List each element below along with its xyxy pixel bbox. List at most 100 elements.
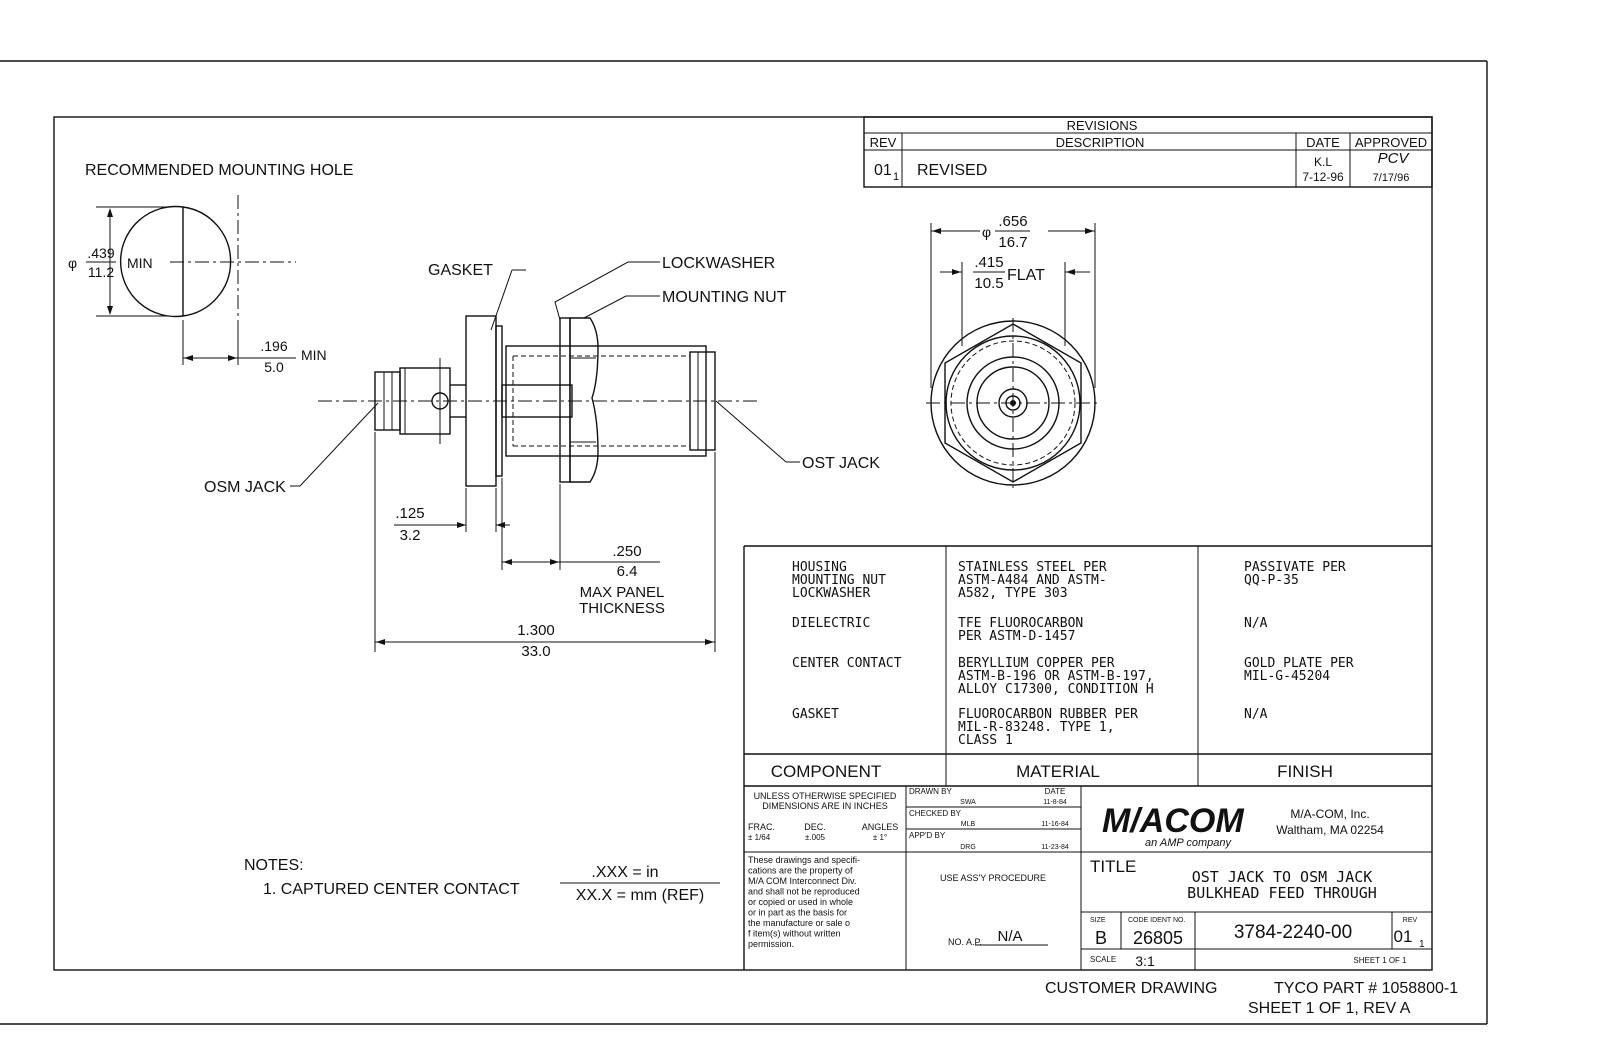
bom-material-text: MIL-R-83248. TYPE 1, bbox=[958, 720, 1115, 735]
bom-header-component: COMPONENT bbox=[771, 762, 882, 781]
bom-finish-text: N/A bbox=[1244, 616, 1268, 631]
proprietary-notice-line: or copied or used in whole bbox=[748, 897, 853, 907]
size-value: B bbox=[1095, 928, 1107, 948]
revision-description: REVISED bbox=[917, 162, 987, 179]
end-view-flat-mm: 10.5 bbox=[974, 275, 1003, 292]
ost-jack-label: OST JACK bbox=[802, 455, 880, 472]
rev-value: 01 bbox=[1394, 927, 1413, 946]
company-name: M/A-COM, Inc. bbox=[1290, 807, 1369, 821]
notes: NOTES: 1. CAPTURED CENTER CONTACT .XXX =… bbox=[244, 857, 720, 904]
checked-by-name: MLB bbox=[961, 821, 976, 828]
use-assy-procedure: USE ASS'Y PROCEDURE bbox=[940, 873, 1046, 883]
end-view-diameter-symbol: φ bbox=[982, 224, 991, 240]
revision-approved-signature: PCV bbox=[1378, 150, 1411, 167]
bom-material-text: FLUOROCARBON RUBBER PER bbox=[958, 707, 1138, 722]
proprietary-notice-line: and shall not be reproduced bbox=[748, 887, 860, 897]
notes-title: NOTES: bbox=[244, 857, 304, 874]
drawn-date: 11-8-84 bbox=[1043, 799, 1067, 806]
mounting-hole-flat-note: MIN bbox=[301, 347, 327, 363]
tolerance-line-1: UNLESS OTHERWISE SPECIFIED bbox=[754, 791, 897, 801]
tyco-part-number: TYCO PART # 1058800-1 bbox=[1274, 980, 1458, 997]
bom-finish-text: PASSIVATE PER bbox=[1244, 560, 1346, 575]
bom-component-text: LOCKWASHER bbox=[792, 586, 870, 601]
bom-component-text: MOUNTING NUT bbox=[792, 573, 886, 588]
revisions-col-rev: REV bbox=[870, 135, 897, 150]
no-ap-value: N/A bbox=[997, 928, 1022, 945]
revisions-col-approved: APPROVED bbox=[1355, 135, 1427, 150]
footer-sheet-rev: SHEET 1 OF 1, REV A bbox=[1248, 1000, 1411, 1017]
bom-header-material: MATERIAL bbox=[1016, 762, 1100, 781]
code-ident-value: 26805 bbox=[1133, 928, 1183, 948]
end-view-flat-in: .415 bbox=[974, 254, 1003, 271]
osm-jack-label: OSM JACK bbox=[204, 479, 286, 496]
drawing-number: 3784-2240-00 bbox=[1234, 922, 1352, 943]
bill-of-materials: COMPONENT MATERIAL FINISH HOUSINGMOUNTIN… bbox=[743, 545, 1432, 970]
mounting-hole-view: RECOMMENDED MOUNTING HOLE φ .439 11.2 MI… bbox=[68, 162, 353, 375]
end-view-flat-label: FLAT bbox=[1007, 267, 1045, 284]
revision-number: 01 bbox=[874, 162, 892, 179]
bom-component-text: CENTER CONTACT bbox=[792, 656, 902, 671]
bom-material-text: ASTM-B-196 OR ASTM-B-197, bbox=[958, 669, 1154, 684]
scale-value: 3:1 bbox=[1135, 953, 1155, 969]
dimension-250-mm: 6.4 bbox=[617, 563, 638, 580]
date-label: DATE bbox=[1045, 787, 1066, 796]
proprietary-notice-line: f item(s) without written bbox=[748, 929, 841, 939]
gasket-label: GASKET bbox=[428, 262, 493, 279]
tolerance-dec-label: DEC. bbox=[804, 822, 826, 832]
bom-material-text: ASTM-A484 AND ASTM- bbox=[958, 573, 1107, 588]
page-frame bbox=[0, 60, 1488, 1025]
end-view: φ .656 16.7 .415 10.5 FLAT bbox=[926, 213, 1100, 488]
dimension-125-in: .125 bbox=[395, 505, 424, 522]
mounting-hole-diameter-mm: 11.2 bbox=[88, 264, 114, 280]
tolerance-line-2: DIMENSIONS ARE IN INCHES bbox=[762, 801, 888, 811]
lockwasher-label: LOCKWASHER bbox=[662, 255, 775, 272]
drawn-by-label: DRAWN BY bbox=[909, 787, 952, 796]
footer: CUSTOMER DRAWING TYCO PART # 1058800-1 S… bbox=[1045, 980, 1458, 1017]
revisions-table: REVISIONS REV DESCRIPTION DATE APPROVED … bbox=[863, 116, 1433, 188]
revisions-col-date: DATE bbox=[1306, 135, 1340, 150]
title-block: UNLESS OTHERWISE SPECIFIED DIMENSIONS AR… bbox=[744, 786, 1432, 970]
company-address: Waltham, MA 02254 bbox=[1276, 823, 1384, 837]
checked-by-label: CHECKED BY bbox=[909, 809, 962, 818]
bom-material-text: STAINLESS STEEL PER bbox=[958, 560, 1107, 575]
bom-material-text: PER ASTM-D-1457 bbox=[958, 629, 1075, 644]
proprietary-notice-line: permission. bbox=[748, 939, 794, 949]
max-panel-label: MAX PANEL bbox=[580, 584, 665, 601]
mounting-nut-label: MOUNTING NUT bbox=[662, 289, 787, 306]
bom-component-text: DIELECTRIC bbox=[792, 616, 870, 631]
bom-component-text: HOUSING bbox=[792, 560, 847, 575]
revisions-col-description: DESCRIPTION bbox=[1056, 135, 1145, 150]
bom-component-text: GASKET bbox=[792, 707, 839, 722]
bom-finish-text: QQ-P-35 bbox=[1244, 573, 1299, 588]
dimension-250-in: .250 bbox=[612, 543, 641, 560]
panel-thickness-label: THICKNESS bbox=[579, 600, 665, 617]
note-1: 1. CAPTURED CENTER CONTACT bbox=[263, 881, 520, 898]
sheet-of: SHEET 1 OF 1 bbox=[1353, 956, 1407, 965]
tolerance-angles-value: ± 1° bbox=[873, 833, 887, 842]
tolerance-frac-label: FRAC. bbox=[748, 822, 775, 832]
mounting-hole-diameter-symbol: φ bbox=[68, 255, 77, 271]
overall-length-in: 1.300 bbox=[517, 622, 555, 639]
bom-header-finish: FINISH bbox=[1277, 762, 1333, 781]
end-view-diameter-in: .656 bbox=[998, 213, 1027, 230]
mounting-hole-diameter-in: .439 bbox=[87, 245, 114, 261]
tolerance-angles-label: ANGLES bbox=[862, 822, 899, 832]
bom-finish-text: MIL-G-45204 bbox=[1244, 669, 1330, 684]
mounting-hole-flat-mm: 5.0 bbox=[264, 359, 284, 375]
mounting-hole-flat-in: .196 bbox=[260, 338, 287, 354]
bom-material-text: ALLOY C17300, CONDITION H bbox=[958, 682, 1154, 697]
proprietary-notice-line: cations are the property of bbox=[748, 866, 853, 876]
checked-date: 11-16-84 bbox=[1041, 821, 1069, 828]
title-line-2: BULKHEAD FEED THROUGH bbox=[1187, 884, 1377, 902]
title-line-1: OST JACK TO OSM JACK bbox=[1192, 868, 1373, 886]
bom-material-text: TFE FLUOROCARBON bbox=[958, 616, 1083, 631]
drawn-by-name: SWA bbox=[960, 799, 976, 806]
drawing-border bbox=[53, 116, 1433, 971]
customer-drawing-label: CUSTOMER DRAWING bbox=[1045, 980, 1217, 997]
proprietary-notice-line: These drawings and specifi- bbox=[748, 855, 860, 865]
bom-material-text: BERYLLIUM COPPER PER bbox=[958, 656, 1115, 671]
approved-date: 11-23-84 bbox=[1041, 844, 1069, 851]
no-ap-label: NO. A.P. bbox=[948, 937, 982, 947]
